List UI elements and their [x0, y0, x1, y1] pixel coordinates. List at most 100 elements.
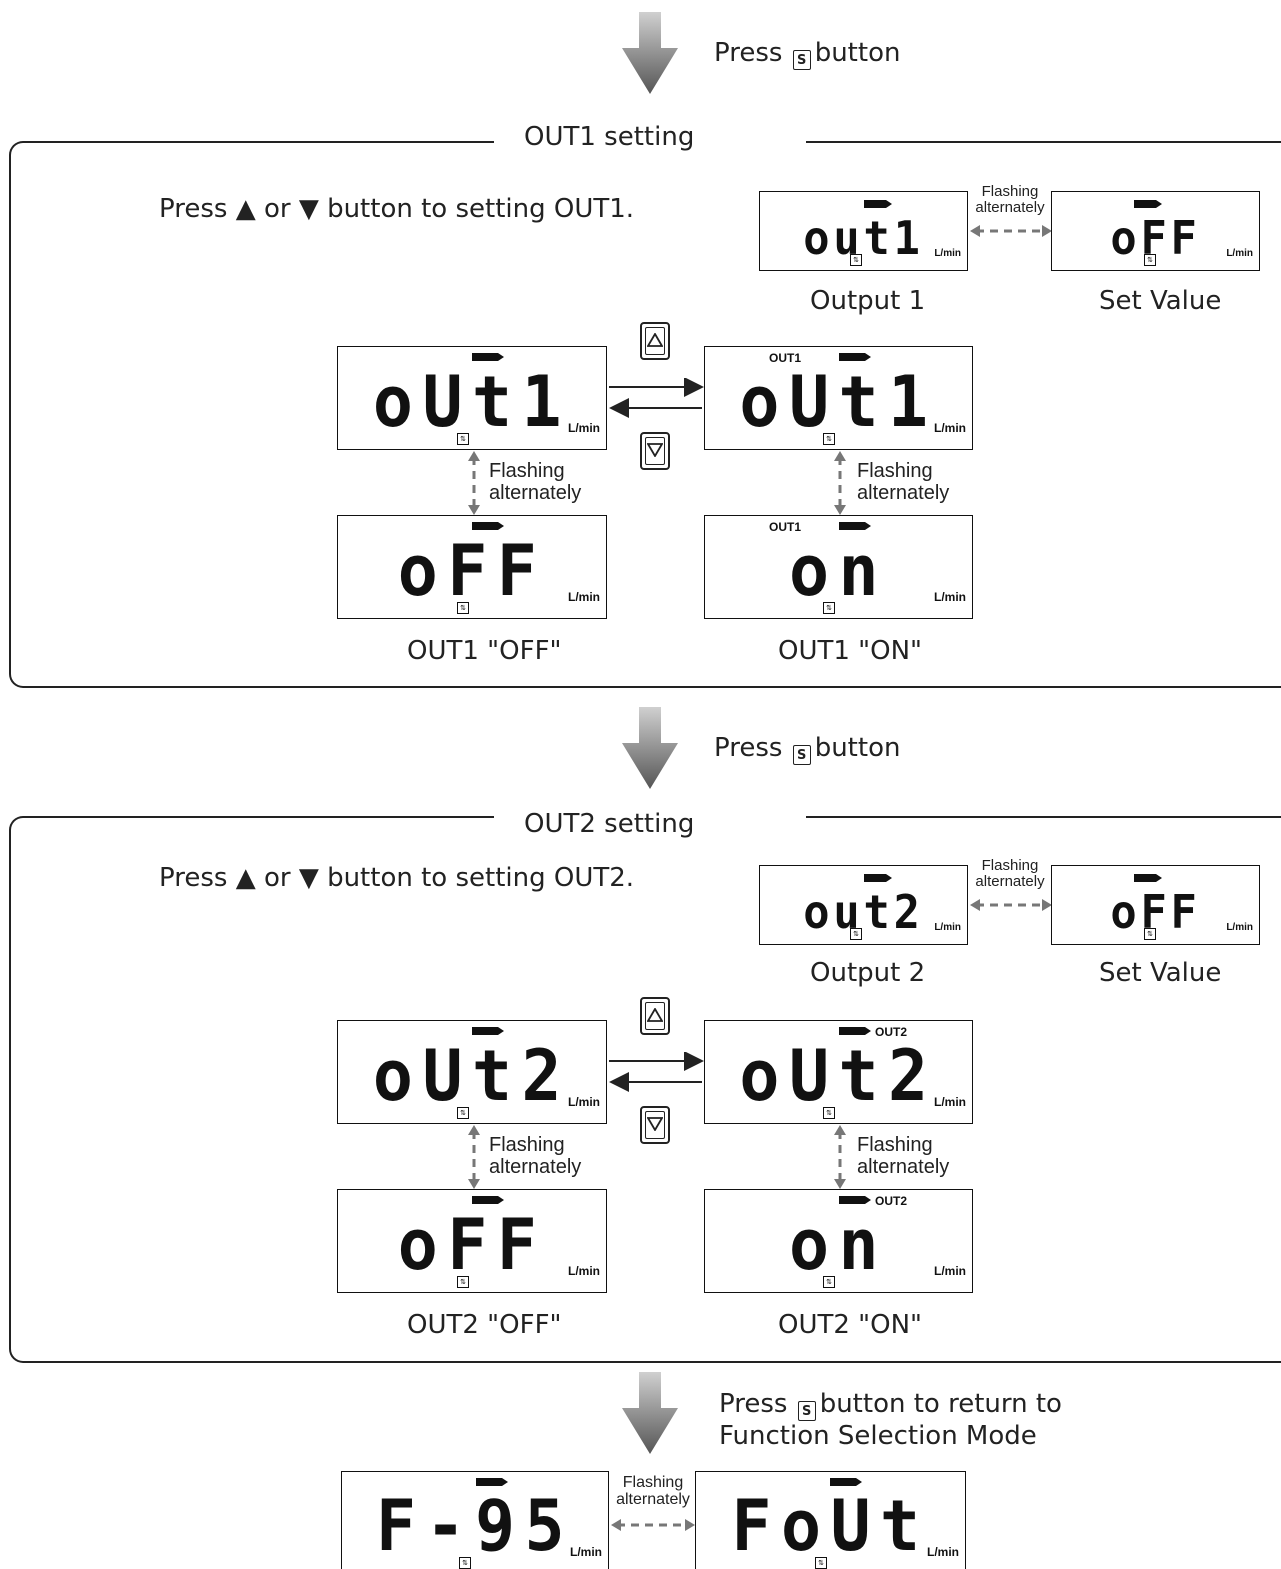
unit-label: L/min [568, 420, 600, 435]
up-button-icon [640, 997, 670, 1035]
unit-label: L/min [934, 1263, 966, 1278]
unit-label: L/min [570, 1545, 602, 1559]
unit-label: L/min [934, 1094, 966, 1109]
lcd-final-right: FoUt L/min ⇅ [695, 1471, 966, 1569]
mode-icon: ⇅ [850, 254, 862, 266]
flash-vertical-arrow-icon [468, 451, 480, 515]
lcd-text: oUt1 [372, 360, 572, 443]
mode-icon: ⇅ [457, 1276, 469, 1288]
lcd-text: oUt2 [372, 1034, 572, 1117]
caption-output1: Output 1 [810, 286, 926, 316]
mode-icon: ⇅ [459, 1557, 471, 1569]
unit-label: L/min [934, 248, 961, 260]
flash-vertical-arrow-icon [834, 1125, 846, 1189]
out1-instruction: Press ▲ or ▼ button to setting OUT1. [159, 194, 635, 224]
out-indicator: OUT1 [769, 351, 802, 365]
unit-label: L/min [568, 589, 600, 604]
unit-label: L/min [568, 1263, 600, 1278]
button-label: button [814, 733, 901, 763]
caption-output2: Output 2 [810, 958, 926, 988]
lcd-final-left: F-95 L/min ⇅ [341, 1471, 609, 1569]
caption-out1-off: OUT1 "OFF" [407, 636, 562, 666]
flash-label: Flashing alternately [857, 1134, 950, 1178]
unit-label: L/min [934, 420, 966, 435]
lcd-text: oFF [1110, 211, 1201, 266]
flash-arrow-icon [970, 225, 1052, 237]
flash-label: Flashing alternately [857, 460, 950, 504]
down-button-icon [640, 432, 670, 470]
flash-label: Flashing alternately [489, 1134, 582, 1178]
mode-icon: ⇅ [457, 433, 469, 445]
mode-icon: ⇅ [823, 433, 835, 445]
mode-icon: ⇅ [850, 928, 862, 940]
caption-out2-off: OUT2 "OFF" [407, 1310, 562, 1340]
lcd-text: on [788, 529, 889, 612]
up-button-icon [640, 322, 670, 360]
out2-panel-title: OUT2 setting [494, 809, 806, 839]
flow-arrow-icon [622, 12, 678, 94]
flash-label: Flashing alternately [489, 460, 582, 504]
lcd-out2-off: oFF L/min ⇅ [337, 1189, 607, 1293]
lcd-out1-on: OUT1 on L/min ⇅ [704, 515, 973, 619]
lcd-out2-on: OUT2 on L/min ⇅ [704, 1189, 973, 1293]
lcd-out1-top-right: OUT1 oUt1 L/min ⇅ [704, 346, 973, 450]
unit-label: L/min [934, 589, 966, 604]
lcd-text: oUt2 [739, 1034, 938, 1117]
lcd-out1-off: oFF L/min ⇅ [337, 515, 607, 619]
out-indicator: OUT2 [875, 1194, 908, 1208]
flow-arrow-icon [622, 1372, 678, 1454]
lcd-output1: out1 L/min ⇅ [759, 191, 968, 271]
s-button-icon: S [797, 1401, 816, 1421]
flash-label: Flashing alternately [975, 183, 1045, 216]
out-indicator: OUT2 [875, 1025, 908, 1039]
lcd-output2: out2 L/min ⇅ [759, 865, 968, 945]
lcd-text: out2 [803, 885, 924, 940]
transition-arrows-icon [609, 1052, 704, 1092]
press-label: Press [714, 38, 783, 68]
caption-out2-on: OUT2 "ON" [778, 1310, 923, 1340]
lcd-text: out1 [803, 211, 924, 266]
flash-vertical-arrow-icon [468, 1125, 480, 1189]
lcd-out1-top-left: oUt1 L/min ⇅ [337, 346, 607, 450]
lcd-out2-top-left: oUt2 L/min ⇅ [337, 1020, 607, 1124]
press-label: Press [714, 733, 783, 763]
lcd-out2-top-right: OUT2 oUt2 L/min ⇅ [704, 1020, 973, 1124]
button-label: button [814, 38, 901, 68]
lcd-set-value: oFF L/min ⇅ [1051, 191, 1260, 271]
down-button-icon [640, 1106, 670, 1144]
button-return-label: button to return to [819, 1389, 1062, 1419]
lcd-text: oFF [1110, 885, 1201, 940]
mode-icon: ⇅ [1144, 928, 1156, 940]
flash-vertical-arrow-icon [834, 451, 846, 515]
lcd-text: FoUt [731, 1485, 930, 1568]
mode-icon: ⇅ [823, 1107, 835, 1119]
unit-label: L/min [568, 1094, 600, 1109]
lcd-text: on [788, 1203, 889, 1286]
mode-icon: ⇅ [823, 602, 835, 614]
flash-arrow-icon [970, 899, 1052, 911]
flash-label: Flashing alternately [975, 857, 1045, 890]
press-label: Press [719, 1389, 788, 1419]
out1-panel-title: OUT1 setting [494, 122, 806, 152]
mode-icon: ⇅ [815, 1557, 827, 1569]
lcd-text: oFF [397, 1203, 547, 1286]
mode-icon: ⇅ [823, 1276, 835, 1288]
flow-arrow-icon [622, 707, 678, 789]
mode-icon: ⇅ [457, 1107, 469, 1119]
caption-set-value: Set Value [1099, 286, 1222, 316]
lcd-text: oFF [397, 529, 547, 612]
transition-arrows-icon [609, 378, 704, 418]
unit-label: L/min [1226, 922, 1253, 934]
out-indicator: OUT1 [769, 520, 802, 534]
unit-label: L/min [927, 1545, 959, 1559]
mode-icon: ⇅ [457, 602, 469, 614]
out2-instruction: Press ▲ or ▼ button to setting OUT2. [159, 863, 635, 893]
flash-arrow-icon [611, 1519, 695, 1531]
s-button-icon: S [792, 50, 811, 70]
flash-label: Flashing alternately [616, 1474, 690, 1508]
lcd-text: oUt1 [739, 360, 938, 443]
unit-label: L/min [934, 922, 961, 934]
